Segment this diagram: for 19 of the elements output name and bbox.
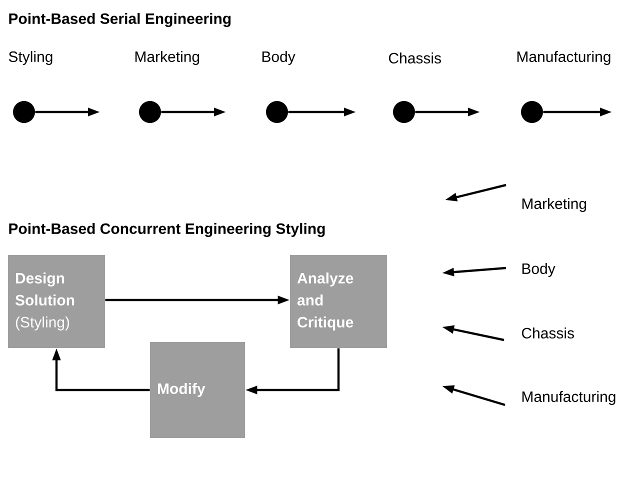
input-label: Marketing (522, 198, 586, 212)
process-box: Design Solution (Styling) (8, 255, 105, 348)
step-label: Manufacturing (517, 51, 610, 65)
dot (521, 101, 543, 123)
heading: Point-Based Serial Engineering (9, 12, 231, 28)
dot (266, 101, 288, 123)
step-label: Body (262, 51, 296, 65)
dot (139, 101, 161, 123)
input-label: Body (522, 263, 556, 277)
step-label: Chassis (388, 52, 441, 64)
process-box: Modify (150, 342, 245, 438)
heading: Point-Based Concurrent Engineering Styling (9, 222, 325, 238)
step-label: Marketing (135, 51, 200, 65)
input-label: Chassis (522, 327, 574, 338)
dot (393, 101, 415, 123)
dot (13, 101, 35, 123)
step-label: Styling (8, 51, 52, 65)
input-label: Manufacturing (522, 391, 616, 405)
process-box: Analyze and Critique (290, 255, 387, 348)
